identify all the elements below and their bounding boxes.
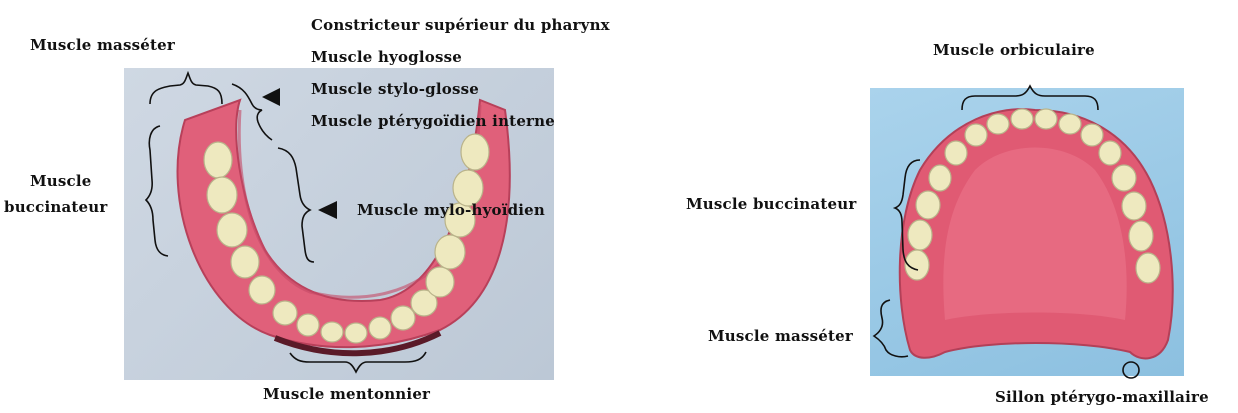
- label-masseter-left: Muscle masséter: [30, 36, 175, 54]
- label-hyoglosse: Muscle hyoglosse: [311, 48, 462, 66]
- label-mentonnier: Muscle mentonnier: [263, 385, 430, 403]
- masseter-brace-left: [150, 73, 222, 104]
- mylo-hyoid-brace: [278, 148, 314, 262]
- sillon-marker: [1123, 362, 1139, 378]
- label-masseter-right: Muscle masséter: [708, 327, 853, 345]
- orbiculaire-brace: [962, 86, 1098, 110]
- lower-denture: [178, 100, 510, 353]
- arrow-mylo-hyoidien: [318, 201, 337, 219]
- label-buccinateur-left-1: Muscle: [30, 172, 92, 190]
- label-buccinateur-right: Muscle buccinateur: [686, 195, 856, 213]
- label-buccinateur-left-2: buccinateur: [4, 198, 107, 216]
- label-orbiculaire: Muscle orbiculaire: [933, 41, 1095, 59]
- label-mylo-hyoidien: Muscle mylo-hyoïdien: [357, 201, 545, 219]
- label-stylo-glosse: Muscle stylo-glosse: [311, 80, 479, 98]
- label-constricteur: Constricteur supérieur du pharynx: [311, 16, 610, 34]
- label-sillon: Sillon ptérygo-maxillaire: [995, 388, 1209, 406]
- upper-denture: [900, 109, 1173, 358]
- label-pterygoidien: Muscle ptérygoïdien interne: [311, 112, 555, 130]
- arrow-stylo-glosse: [262, 88, 280, 106]
- buccinateur-brace-left: [146, 126, 168, 256]
